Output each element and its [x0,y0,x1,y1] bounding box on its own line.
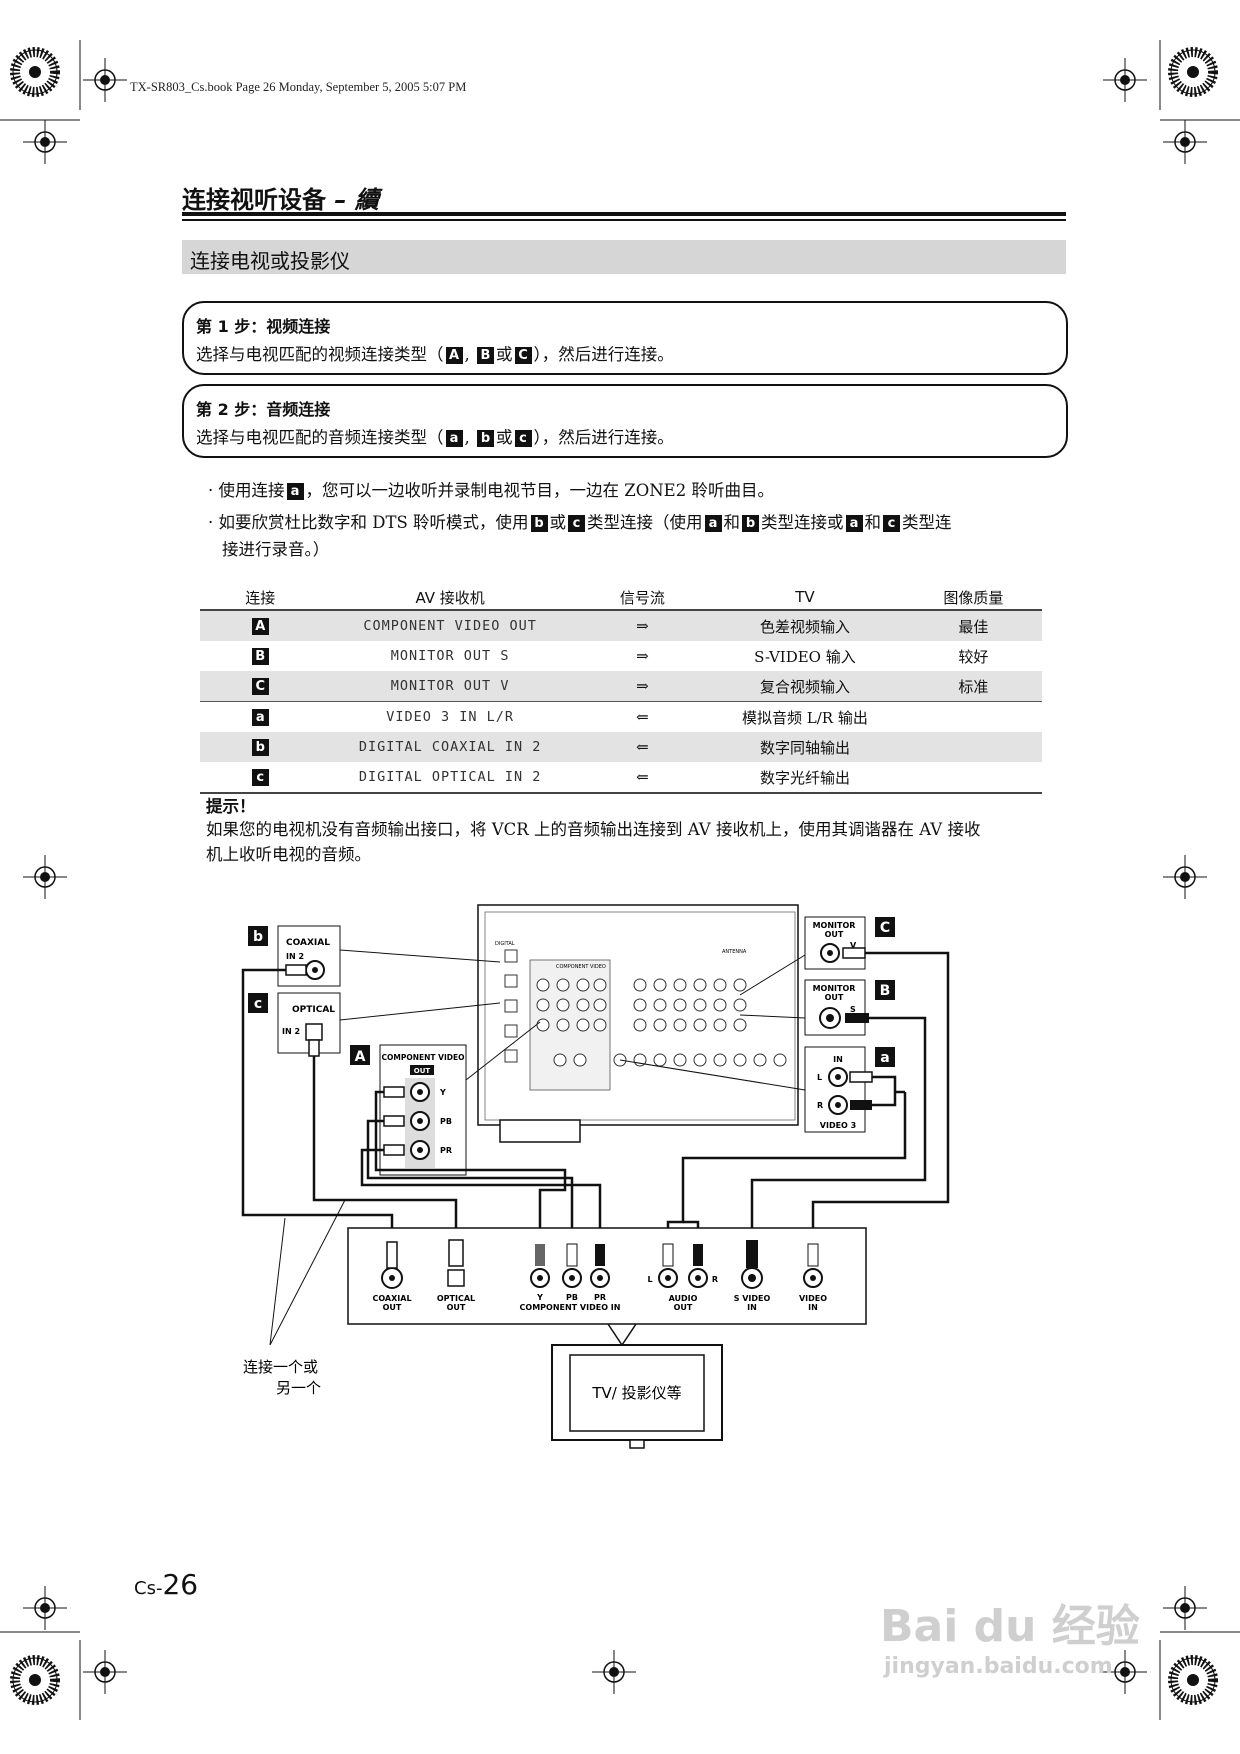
svg-text:MONITOR: MONITOR [813,921,856,930]
svg-text:R: R [712,1275,718,1284]
receiver-component-text: COMPONENT VIDEO [556,964,606,970]
table-row: c DIGITAL OPTICAL IN 2 ⇐ 数字光纤输出 [200,762,1042,794]
table-row: a VIDEO 3 IN L/R ⇐ 模拟音频 L/R 输出 [200,701,1042,732]
note-2-cont: 接进行录音。） [222,540,330,559]
svg-text:OPTICAL: OPTICAL [437,1294,475,1303]
svg-text:Y: Y [536,1293,543,1302]
tv-label: TV/ 投影仪等 [591,1384,681,1402]
label-b: b [253,929,263,945]
sub-heading: 连接电视或投影仪 [190,249,350,273]
svg-text:S VIDEO: S VIDEO [734,1294,771,1303]
svg-text:另一个: 另一个 [276,1379,321,1397]
svg-text:OUT: OUT [414,1067,431,1075]
col-conn: 连接 [200,585,321,611]
svg-text:L: L [647,1275,652,1284]
svg-text:AUDIO: AUDIO [669,1294,698,1303]
svg-text:OUT: OUT [447,1303,466,1312]
col-flow: 信号流 [579,585,706,611]
label-A: A [355,1049,366,1065]
svg-text:Y: Y [439,1088,446,1097]
svg-text:PR: PR [440,1146,452,1155]
svg-text:PB: PB [440,1117,452,1126]
svg-text:PB: PB [566,1293,578,1302]
svg-text:OUT: OUT [825,993,844,1002]
svg-text:IN 2: IN 2 [282,1027,300,1036]
label-B: B [880,983,891,999]
connection-table: 连接 AV 接收机 信号流 TV 图像质量 A COMPONENT VIDEO … [200,585,1042,794]
hint-body: 如果您的电视机没有音频输出接口，将 VCR 上的音频输出连接到 AV 接收机上，… [206,820,981,864]
callout-monitor-v: MONITOR OUT V C [804,916,895,970]
connection-diagram: COMPONENT VIDEO DIGITAL ANTENNA b COAXIA… [241,904,950,1449]
svg-text:L: L [817,1073,822,1082]
svg-text:R: R [817,1101,823,1110]
watermark: Bai du 经验 jingyan.baidu.com [880,1601,1140,1679]
callout-coaxial: b COAXIAL IN 2 [248,925,341,987]
svg-text:MONITOR: MONITOR [813,984,856,993]
pointer-lines [339,949,806,1091]
receiver-panel: COMPONENT VIDEO DIGITAL ANTENNA [477,904,799,1143]
svg-text:IN 2: IN 2 [286,952,304,961]
page-number: Cs-26 [134,1568,199,1601]
svg-text:VIDEO 3: VIDEO 3 [820,1121,856,1130]
book-header: TX-SR803_Cs.book Page 26 Monday, Septemb… [130,80,467,94]
section-title-text: 连接视听设备 [182,186,326,214]
svg-text:OUT: OUT [825,930,844,939]
sub-heading-bar: 连接电视或投影仪 [182,240,1066,274]
tv-jack-panel: COAXIAL OUT OPTICAL OUT Y PB PR COMPONEN… [347,1227,867,1325]
col-quality: 图像质量 [904,585,1042,611]
tv-set: TV/ 投影仪等 [551,1323,723,1449]
cables [241,951,950,1240]
table-row: b DIGITAL COAXIAL IN 2 ⇐ 数字同轴输出 [200,732,1042,762]
svg-text:COMPONENT VIDEO: COMPONENT VIDEO [382,1053,465,1062]
svg-text:S: S [850,1005,856,1014]
svg-text:V: V [850,941,857,950]
callout-component: A COMPONENT VIDEO OUT Y PB PR [350,1044,467,1176]
label-a: a [880,1050,889,1066]
receiver-jacks [504,949,787,1067]
svg-text:COMPONENT VIDEO IN: COMPONENT VIDEO IN [520,1303,621,1312]
col-av: AV 接收机 [320,585,580,611]
callout-optical: c OPTICAL IN 2 [248,992,341,1057]
svg-text:IN: IN [833,1055,843,1064]
svg-text:IN: IN [747,1303,757,1312]
table-row: A COMPONENT VIDEO OUT ⇒ 色差视频输入 最佳 [200,610,1042,641]
col-tv: TV [705,585,905,611]
svg-text:COAXIAL: COAXIAL [372,1294,411,1303]
title-rule [182,212,1066,216]
receiver-digital-text: DIGITAL [495,941,515,947]
svg-text:IN: IN [808,1303,818,1312]
svg-text:OUT: OUT [674,1303,693,1312]
label-c: c [254,996,262,1012]
step2-title: 第 2 步：音频连接 [196,400,331,419]
table-row: C MONITOR OUT V ⇒ 复合视频输入 标准 [200,671,1042,702]
svg-text:VIDEO: VIDEO [799,1294,827,1303]
title-rule-thin [182,219,1066,221]
table-row: B MONITOR OUT S ⇒ S-VIDEO 输入 较好 [200,641,1042,671]
svg-text:连接一个或: 连接一个或 [243,1358,318,1376]
receiver-antenna-text: ANTENNA [722,949,747,955]
connect-one-note: 连接一个或 另一个 [243,1199,346,1397]
svg-text:PR: PR [594,1293,606,1302]
svg-text:OPTICAL: OPTICAL [292,1005,335,1015]
section-title-suffix: – 續 [326,186,379,214]
svg-text:COAXIAL: COAXIAL [286,938,330,948]
table-header: 连接 AV 接收机 信号流 TV 图像质量 [200,585,1042,611]
section-title: 连接视听设备 – 續 [182,180,379,215]
hint-title: 提示！ [206,797,256,816]
svg-text:OUT: OUT [383,1303,402,1312]
step1-title: 第 1 步：视频连接 [196,317,331,336]
callout-monitor-s: MONITOR OUT S B [804,979,895,1036]
label-C: C [880,920,890,936]
callout-video3: IN L R VIDEO 3 a [804,1046,895,1133]
